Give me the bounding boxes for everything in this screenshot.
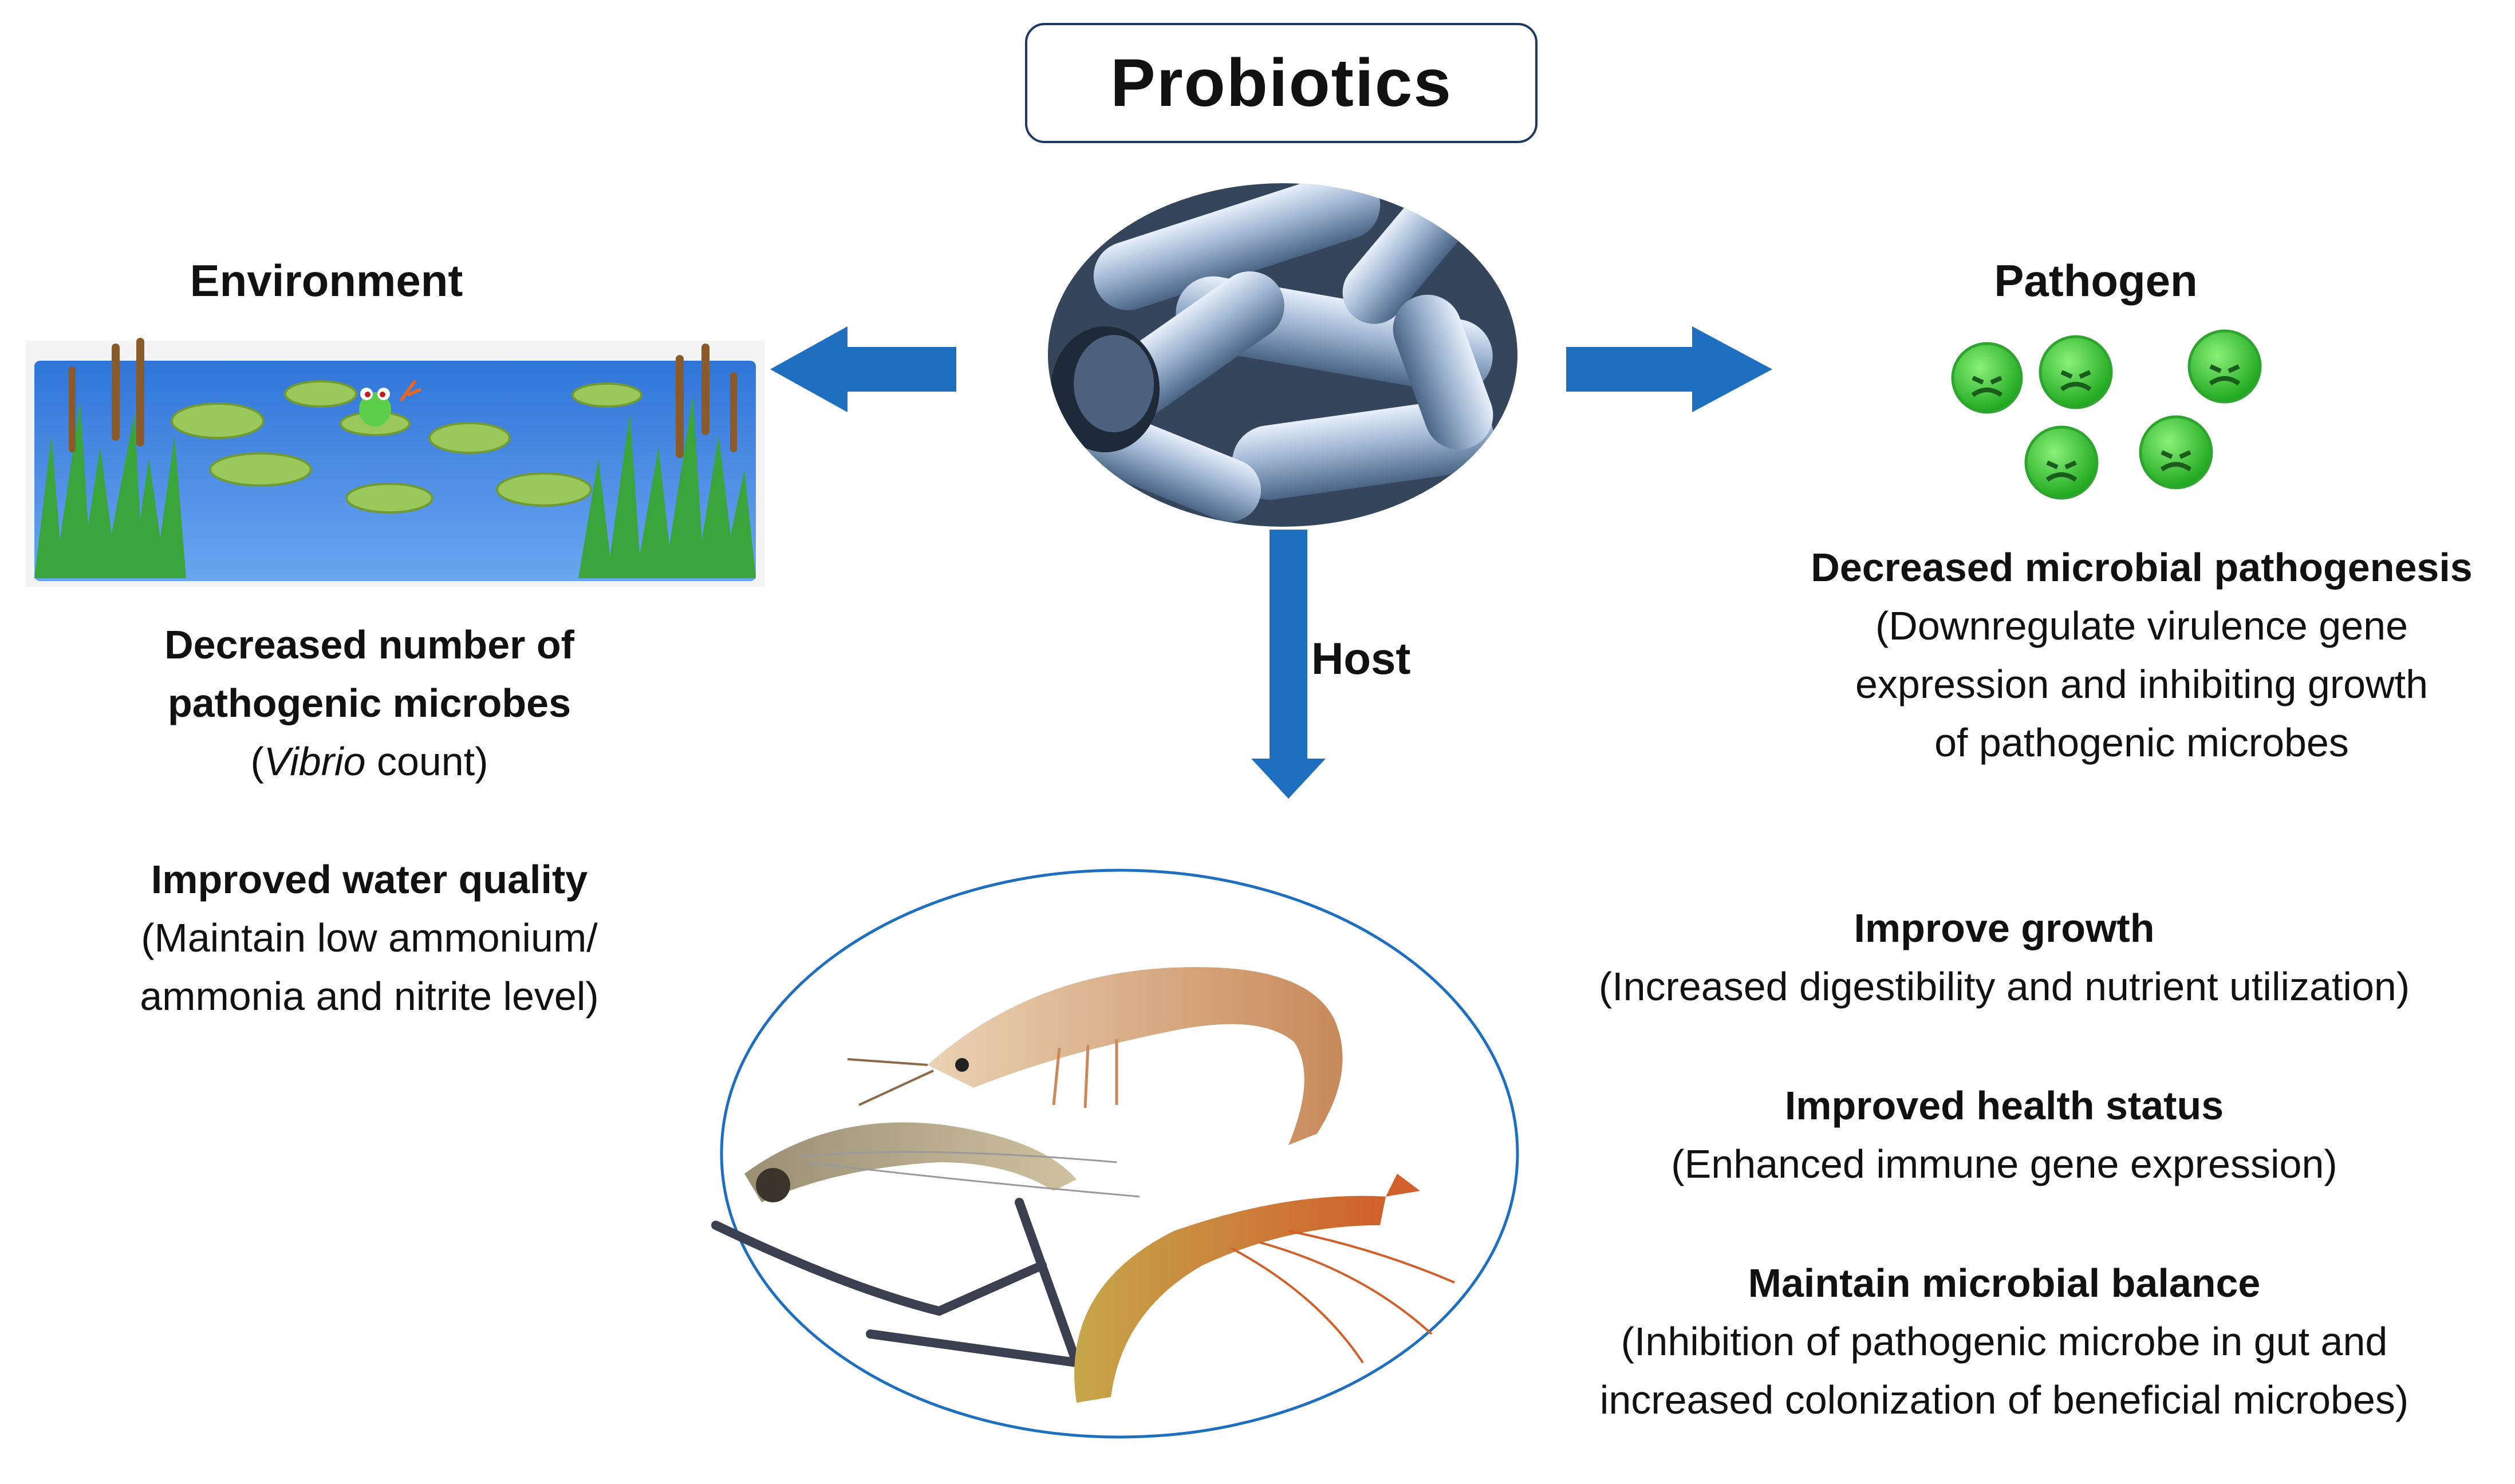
environment-effect-2-detail-line2: ammonia and nitrite level) <box>140 974 599 1019</box>
environment-effect-1-title-line1: Decreased number of <box>164 622 574 667</box>
environment-heading: Environment <box>190 255 463 306</box>
shrimp-1 <box>847 967 1343 1145</box>
arrow-to-pathogen <box>1566 326 1772 412</box>
host-effect-3-detail-line1: (Inhibition of pathogenic microbe in gut… <box>1621 1319 2388 1364</box>
pathogen-effect: Decreased microbial pathogenesis (Downre… <box>1769 538 2514 772</box>
host-effect-2-title: Improved health status <box>1784 1083 2224 1128</box>
detail-rest: count) <box>365 739 488 784</box>
pathogen-effect-detail-line3: of pathogenic microbes <box>1934 720 2349 765</box>
host-effect-1-title: Improve growth <box>1854 906 2155 950</box>
pathogen-virus-cluster <box>1951 329 2262 500</box>
environment-effect-2: Improved water quality (Maintain low amm… <box>34 850 704 1025</box>
shrimp-host-image <box>711 869 1519 1439</box>
virus-icon <box>2139 415 2213 490</box>
environment-effect-1-detail: (Vibrio count) <box>34 732 704 791</box>
environment-effect-1-title-line2: pathogenic microbes <box>167 681 571 725</box>
host-effect-3: Maintain microbial balance (Inhibition o… <box>1517 1254 2491 1429</box>
detail-open-paren: ( <box>250 739 264 784</box>
frog-icon <box>340 380 422 436</box>
environment-effect-2-detail-line1: (Maintain low ammonium/ <box>141 915 598 960</box>
pathogen-heading: Pathogen <box>1994 255 2198 306</box>
pathogen-effect-detail-line2: expression and inhibiting growth <box>1855 662 2429 707</box>
host-effect-3-detail-line2: increased colonization of beneficial mic… <box>1599 1378 2409 1422</box>
shrimp-3 <box>1074 1174 1455 1403</box>
probiotic-bacteria-image <box>1042 177 1523 532</box>
page-title: Probiotics <box>1110 45 1452 121</box>
arrow-to-environment <box>770 326 956 412</box>
virus-icon <box>2187 329 2262 404</box>
host-effect-2: Improved health status (Enhanced immune … <box>1517 1076 2491 1193</box>
probiotics-title-box: Probiotics <box>1025 23 1538 143</box>
virus-icon <box>1951 342 2023 414</box>
host-effect-1: Improve growth (Increased digestibility … <box>1517 899 2491 1016</box>
arrow-to-host <box>1251 530 1326 799</box>
pathogen-effect-detail-line1: (Downregulate virulence gene <box>1875 603 2408 648</box>
environment-effect-2-title: Improved water quality <box>151 857 588 902</box>
virus-icon <box>2024 425 2099 500</box>
host-effect-2-detail: (Enhanced immune gene expression) <box>1671 1142 2337 1186</box>
vibrio-term: Vibrio <box>263 739 366 784</box>
pond-illustration <box>26 338 764 587</box>
host-effect-1-detail: (Increased digestibility and nutrient ut… <box>1598 964 2410 1009</box>
pathogen-effect-title: Decreased microbial pathogenesis <box>1811 545 2473 590</box>
host-label: Host <box>1311 633 1411 684</box>
environment-effect-1: Decreased number of pathogenic microbes … <box>34 615 704 791</box>
virus-icon <box>2039 335 2113 409</box>
host-effect-3-title: Maintain microbial balance <box>1748 1261 2261 1305</box>
